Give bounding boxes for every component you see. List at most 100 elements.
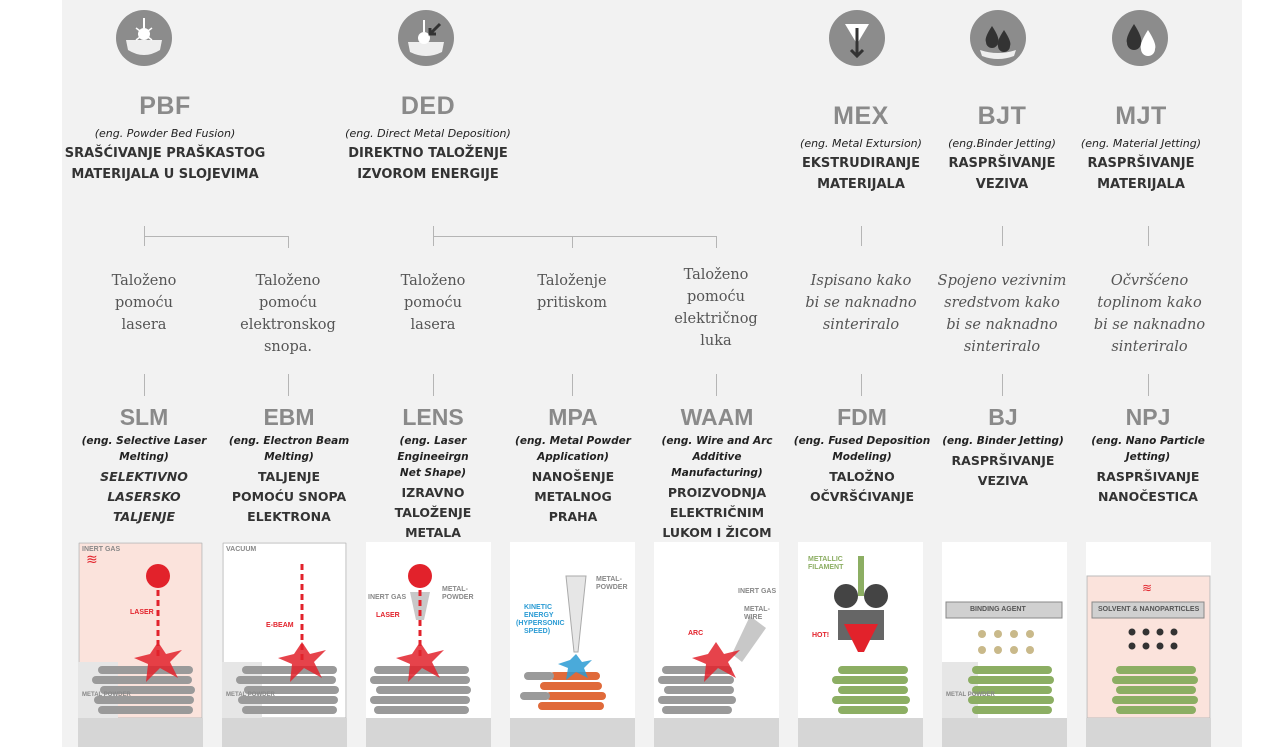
process-abbr: EBM xyxy=(263,404,315,430)
lens-illustration: INERT GAS METAL- POWDER LASER xyxy=(366,542,491,747)
slm-illustration: ≋ INERT GAS LASER METAL POWDER xyxy=(78,542,203,747)
connector xyxy=(572,236,573,248)
waam-illustration: INERT GAS ARC METAL- WIRE xyxy=(654,542,779,747)
category-name-line: MATERIJALA U SLOJEVIMA xyxy=(71,167,259,182)
illustration-label: POWDER xyxy=(442,594,474,601)
connector xyxy=(288,236,289,248)
illustration-label: WIRE xyxy=(744,614,763,621)
connector xyxy=(1148,374,1149,396)
connector xyxy=(144,236,289,237)
process-abbr: MPA xyxy=(548,404,598,430)
category-abbr: MJT xyxy=(1115,102,1167,130)
illustration-label: POWDER xyxy=(596,584,628,591)
connector xyxy=(572,374,573,396)
ebm-illustration: VACUUM E-BEAM METAL POWDER xyxy=(222,542,347,747)
svg-text:≋: ≋ xyxy=(86,552,98,568)
illustration-label: METAL POWDER xyxy=(226,692,275,698)
illustration-label: METAL- xyxy=(596,576,622,583)
illustration-label: SOLVENT & NANOPARTICLES xyxy=(1098,606,1200,613)
category-name-line: RASPRŠIVANJE xyxy=(948,156,1056,171)
connector xyxy=(1002,374,1003,396)
connector xyxy=(1002,226,1003,246)
category-name-line: DIREKTNO TALOŽENJE xyxy=(348,146,508,161)
bj-illustration: BINDING AGENT METAL POWDER xyxy=(942,542,1067,747)
category-english: (eng.Binder Jetting) xyxy=(948,137,1056,150)
illustration-label: INERT GAS xyxy=(368,594,407,601)
illustration-label: METAL POWDER xyxy=(946,692,995,698)
connector xyxy=(861,226,862,246)
connector xyxy=(861,374,862,396)
category-name-line: SRAŠĆIVANJE PRAŠKASTOG xyxy=(64,146,266,161)
process-abbr: LENS xyxy=(402,404,464,430)
illustration-label: FILAMENT xyxy=(808,564,844,571)
svg-text:≋: ≋ xyxy=(1142,581,1152,595)
process-abbr: NPJ xyxy=(1125,404,1171,430)
connector xyxy=(1148,226,1149,246)
illustration-label: HOT! xyxy=(812,632,830,639)
process-abbr: FDM xyxy=(837,404,887,430)
material-drops-icon xyxy=(1112,10,1168,66)
illustration-label: KINETIC xyxy=(524,604,552,611)
binder-drops-icon xyxy=(970,10,1026,66)
illustration-label: BINDING AGENT xyxy=(970,606,1026,613)
category-name-line: MATERIJALA xyxy=(1097,177,1185,192)
category-abbr: DED xyxy=(400,92,456,120)
directed-energy-icon xyxy=(398,10,454,66)
category-english: (eng. Direct Metal Deposition) xyxy=(345,127,511,140)
illustration-label: ENERGY xyxy=(524,612,554,619)
category-ded: DED (eng. Direct Metal Deposition) DIREK… xyxy=(318,92,538,185)
category-english: (eng. Metal Extursion) xyxy=(800,137,922,150)
connector xyxy=(433,374,434,396)
illustration-label: LASER xyxy=(130,609,154,616)
process-abbr: WAAM xyxy=(680,404,754,430)
illustration-label: METAL POWDER xyxy=(82,692,131,698)
illustration-label: LASER xyxy=(376,612,400,619)
illustration-label: METALLIC xyxy=(808,556,843,563)
illustration-label: INERT GAS xyxy=(738,588,777,595)
connector xyxy=(716,374,717,396)
connector xyxy=(288,374,289,396)
category-name-line: VEZIVA xyxy=(975,177,1029,192)
category-english: (eng. Powder Bed Fusion) xyxy=(94,127,236,140)
fdm-illustration: METALLIC FILAMENT HOT! xyxy=(798,542,923,747)
illustration-label: ARC xyxy=(688,630,704,637)
category-bjt: BJT (eng.Binder Jetting) RASPRŠIVANJE VE… xyxy=(938,102,1066,195)
illustration-label: (HYPERSONIC xyxy=(516,620,565,627)
category-name-line: MATERIJALA xyxy=(817,177,905,192)
connector xyxy=(144,374,145,396)
process-abbr: BJ xyxy=(988,404,1018,430)
process-english: (eng. Binder Jetting) xyxy=(942,435,1064,447)
npj-illustration: ≋ SOLVENT & NANOPARTICLES xyxy=(1086,542,1211,747)
illustration-label: METAL- xyxy=(442,586,468,593)
category-english: (eng. Material Jetting) xyxy=(1080,137,1202,150)
illustration-label: INERT GAS xyxy=(82,546,121,553)
connector xyxy=(716,236,717,248)
mpa-illustration: METAL- POWDER KINETIC ENERGY (HYPERSONIC… xyxy=(510,542,635,747)
